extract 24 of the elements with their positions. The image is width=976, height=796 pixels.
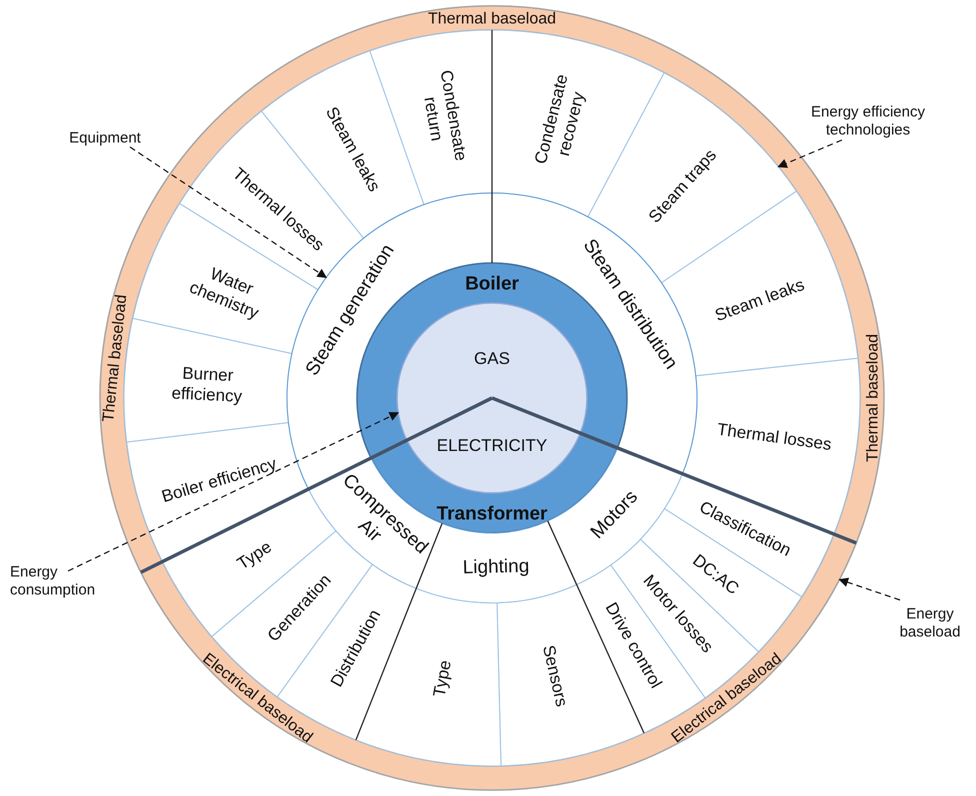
annotation-label: Energy consumption: [10, 563, 96, 598]
segment-label: Steam leaks: [712, 274, 807, 326]
leader-arrow: [130, 146, 327, 278]
center-label: GAS: [474, 348, 510, 368]
segment-label: Burner efficiency: [171, 364, 243, 406]
segment-label: Type: [234, 537, 275, 574]
band-label: Thermal baseload: [428, 10, 556, 28]
annotation-label: Equipment: [69, 129, 141, 146]
ring-label: Boiler: [465, 274, 519, 295]
segment-label: Sensors: [538, 643, 572, 708]
band-label: Thermal baseload: [100, 294, 130, 423]
leader-arrow: [777, 139, 842, 168]
leader-arrow: [68, 412, 399, 572]
segment-label: Condensate return: [420, 68, 471, 162]
category-label: Lighting: [462, 556, 530, 578]
ring-label: Transformer: [436, 504, 548, 525]
center-label: ELECTRICITY: [436, 436, 548, 455]
leader-arrow: [838, 578, 900, 601]
annotation-label: Energy baseload: [900, 605, 960, 640]
band-label: Thermal baseload: [864, 334, 882, 462]
segment-label: Thermal losses: [716, 420, 833, 454]
annotation-label: Energy efficiency technologies: [811, 103, 925, 138]
segment-label: Type: [430, 658, 455, 698]
segment-label: Boiler efficiency: [159, 454, 279, 506]
